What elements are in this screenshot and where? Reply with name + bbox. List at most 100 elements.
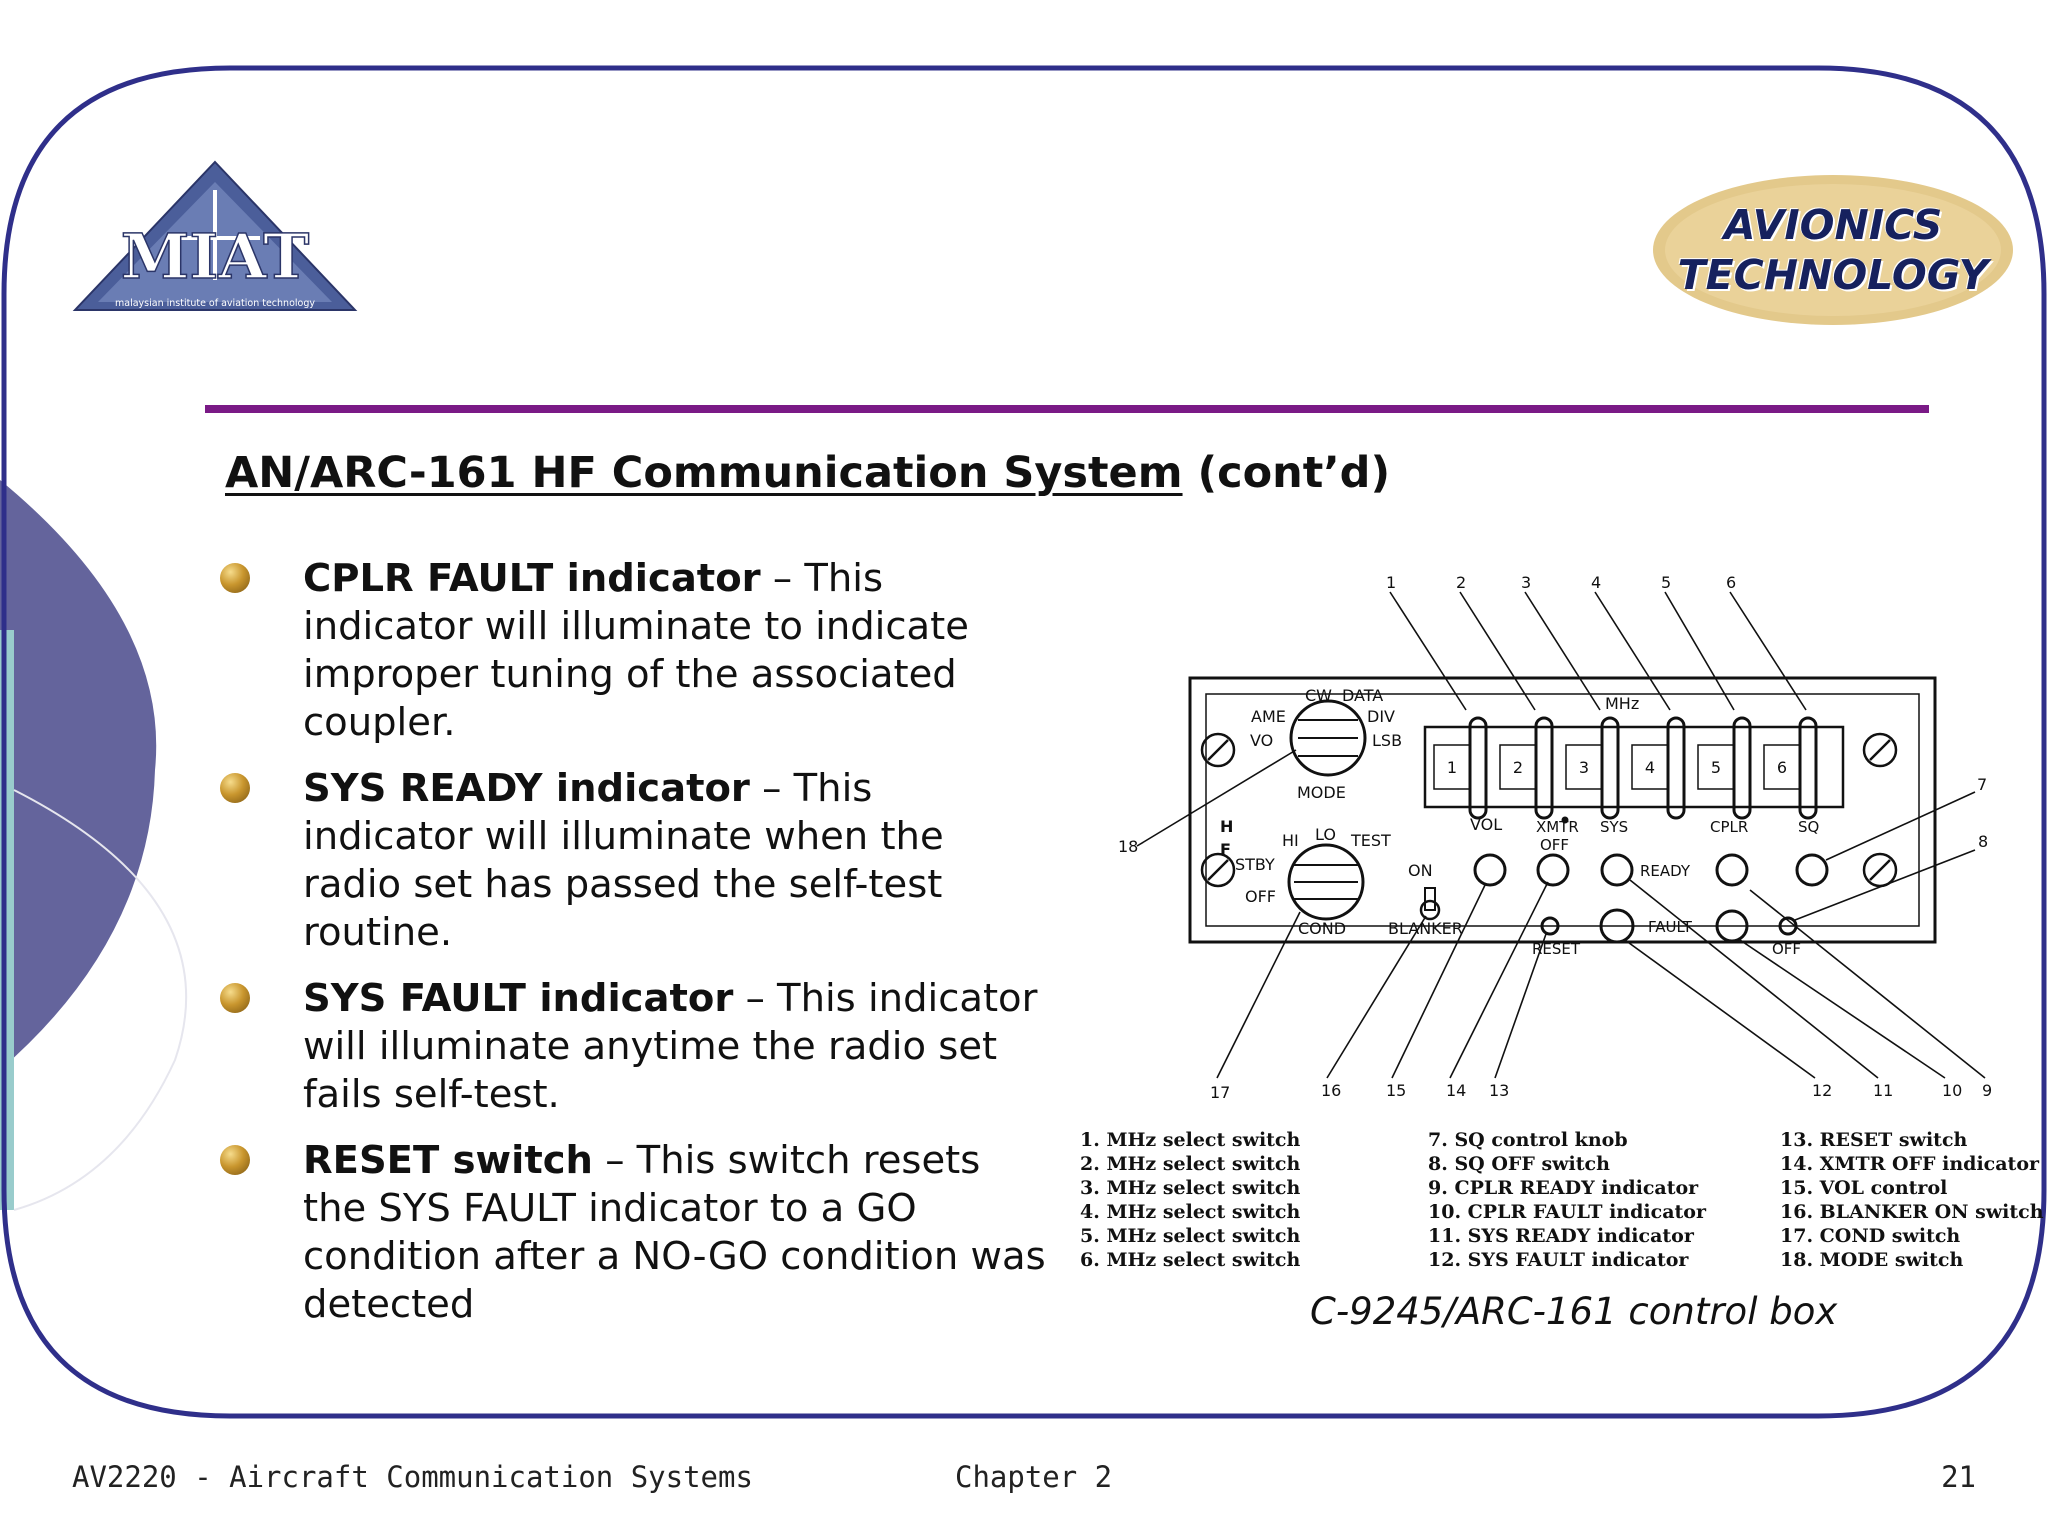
svg-text:BLANKER: BLANKER (1388, 919, 1463, 938)
thumbwheel (1732, 716, 1752, 820)
mhz-digit: 1 (1447, 758, 1457, 777)
bullet-item: CPLR FAULT indicator – This indicator wi… (220, 555, 1050, 747)
avionics-badge: AVIONICS TECHNOLOGY (1648, 170, 2018, 330)
footer-page-number: 21 (1941, 1460, 1976, 1494)
bullet-desc: – This indicator will illuminate anytime… (303, 976, 1038, 1117)
mhz-window (1423, 725, 1845, 809)
title-main: AN/ARC-161 HF Communication System (225, 448, 1183, 498)
legend-item: 14. XMTR OFF indicator (1780, 1153, 2040, 1175)
svg-text:MODE: MODE (1297, 783, 1346, 802)
mhz-digit: 3 (1579, 758, 1589, 777)
legend-item: 6. MHz select switch (1080, 1249, 1301, 1271)
callout-number: 16 (1321, 1081, 1341, 1100)
svg-text:HI: HI (1282, 831, 1299, 850)
legend-item: 5. MHz select switch (1080, 1225, 1301, 1247)
callout-number: 5 (1661, 573, 1671, 592)
svg-text:SYS: SYS (1600, 818, 1628, 836)
svg-text:CW: CW (1305, 686, 1332, 705)
bullet-desc: – This indicator will illuminate to indi… (303, 556, 969, 745)
svg-text:DATA: DATA (1342, 686, 1383, 705)
bullet-icon (220, 773, 250, 803)
callout-number: 1 (1386, 573, 1396, 592)
svg-text:STBY: STBY (1235, 855, 1275, 874)
title-suffix: (cont’d) (1182, 448, 1391, 498)
svg-text:COND: COND (1298, 919, 1346, 938)
legend-item: 10. CPLR FAULT indicator (1428, 1201, 1706, 1223)
rounded-border (1, 65, 2047, 1419)
legend-item: 1. MHz select switch (1080, 1129, 1301, 1151)
legend-item: 13. RESET switch (1780, 1129, 1968, 1151)
screw-icon (1200, 732, 1898, 888)
svg-text:DIV: DIV (1367, 707, 1395, 726)
legend-item: 15. VOL control (1780, 1177, 1948, 1199)
legend-col-2: 7. SQ control knob 8. SQ OFF switch 9. C… (1428, 1128, 1706, 1272)
mode-knob (1289, 699, 1367, 777)
legend-item: 7. SQ control knob (1428, 1129, 1628, 1151)
blanker-toggle (1419, 899, 1441, 921)
svg-text:H: H (1220, 817, 1233, 836)
callout-number: 14 (1446, 1081, 1466, 1100)
thumbwheel (1666, 716, 1686, 820)
panel-outline (1188, 676, 1937, 944)
sys-fault-indicator (1599, 908, 1635, 944)
legend-item: 18. MODE switch (1780, 1249, 1964, 1271)
bullet-term: RESET switch (303, 1138, 593, 1183)
thumbwheel (1468, 716, 1488, 820)
bullet-term: CPLR FAULT indicator (303, 556, 761, 601)
callout-number: 4 (1591, 573, 1601, 592)
callout-number: 3 (1521, 573, 1531, 592)
bullet-icon (220, 983, 250, 1013)
legend-item: 12. SYS FAULT indicator (1428, 1249, 1689, 1271)
callout-number: 9 (1982, 1081, 1992, 1100)
callout-number: 17 (1210, 1083, 1230, 1102)
bullet-list: CPLR FAULT indicator – This indicator wi… (220, 555, 1050, 1347)
svg-text:malaysian institute of aviatio: malaysian institute of aviation technolo… (115, 298, 315, 309)
svg-text:READY: READY (1640, 862, 1691, 880)
callout-number: 18 (1118, 837, 1138, 856)
legend-item: 2. MHz select switch (1080, 1153, 1301, 1175)
diagram-caption: C-9245/ARC-161 control box (1310, 1290, 1838, 1333)
footer-chapter: Chapter 2 (955, 1460, 1113, 1494)
svg-text:MHz: MHz (1605, 694, 1639, 713)
svg-text:SQ: SQ (1798, 818, 1819, 836)
xmtr-off-indicator (1536, 853, 1570, 887)
callout-number: 7 (1977, 775, 1987, 794)
sys-ready-indicator (1600, 853, 1634, 887)
svg-text:LO: LO (1315, 825, 1336, 844)
cond-knob (1287, 843, 1365, 921)
svg-text:OFF: OFF (1540, 836, 1569, 854)
callout-number: 2 (1456, 573, 1466, 592)
svg-text:XMTR: XMTR (1536, 818, 1579, 836)
sq-control-knob (1795, 853, 1829, 887)
svg-text:F: F (1220, 840, 1231, 859)
legend-item: 9. CPLR READY indicator (1428, 1177, 1699, 1199)
thumbwheel (1534, 716, 1554, 820)
callout-number: 8 (1978, 832, 1988, 851)
legend-item: 16. BLANKER ON switch (1780, 1201, 2044, 1223)
svg-text:VO: VO (1250, 731, 1273, 750)
bullet-item: RESET switch – This switch resets the SY… (220, 1137, 1050, 1329)
svg-text:TEST: TEST (1350, 831, 1391, 850)
svg-text:MIAT: MIAT (121, 220, 309, 293)
bullet-item: SYS FAULT indicator – This indicator wil… (220, 975, 1050, 1119)
footer-course: AV2220 - Aircraft Communication Systems (72, 1460, 753, 1494)
decor-arc (0, 480, 157, 1070)
badge-line-2: TECHNOLOGY (1677, 251, 1989, 299)
bullet-icon (220, 563, 250, 593)
cplr-ready-indicator (1715, 853, 1749, 887)
svg-text:ON: ON (1408, 861, 1433, 880)
legend-item: 8. SQ OFF switch (1428, 1153, 1610, 1175)
svg-text:OFF: OFF (1245, 887, 1276, 906)
mhz-digit: 6 (1777, 758, 1787, 777)
thumbwheel (1798, 716, 1818, 820)
legend-col-3: 13. RESET switch 14. XMTR OFF indicator … (1780, 1128, 2044, 1272)
callout-lines (1136, 591, 1986, 1079)
mhz-digit: 5 (1711, 758, 1721, 777)
badge-line-1: AVIONICS (1723, 201, 1943, 249)
svg-text:RESET: RESET (1532, 940, 1581, 958)
cplr-fault-indicator (1715, 909, 1749, 943)
svg-text:FAULT: FAULT (1648, 918, 1693, 936)
bullet-desc: – This switch resets the SYS FAULT indic… (303, 1138, 1046, 1327)
